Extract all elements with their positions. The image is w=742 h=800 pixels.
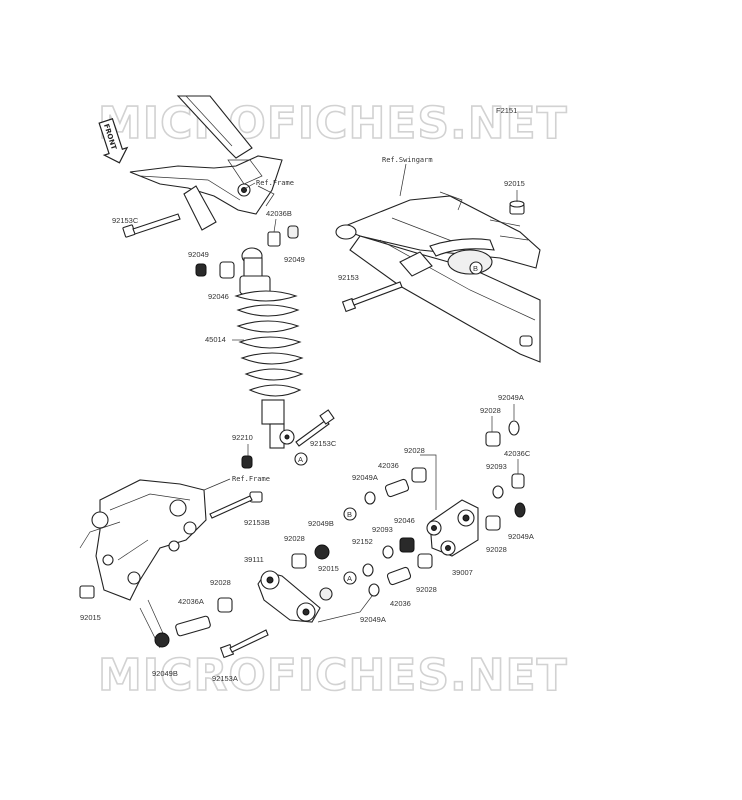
bolt-92153c-lower <box>295 409 335 447</box>
part-92028-top-label: 92028 <box>480 406 501 415</box>
part-92028-right-label: 92028 <box>486 545 507 554</box>
washer-92093-right <box>492 485 504 499</box>
part-92049-right-label: 92049 <box>284 255 305 264</box>
part-39007-label: 39007 <box>452 568 473 577</box>
part-92028-mid-label: 92028 <box>404 446 425 455</box>
ref-frame-lower: Ref.Frame <box>232 475 270 483</box>
nut-92015-top <box>509 200 525 215</box>
part-92049a-right-label: 92049A <box>508 532 534 541</box>
callout-b-link-label: B <box>347 510 352 519</box>
bushing-92046-mid <box>399 537 415 553</box>
collar-92028-lowleft <box>217 597 233 613</box>
watermark-top: MICROFICHES.NET <box>98 98 568 149</box>
seal-92049-right <box>287 225 299 239</box>
diagram-code: F2151 <box>496 106 517 115</box>
part-92046-mid-label: 92046 <box>394 516 415 525</box>
nut-92015-mid <box>319 587 333 601</box>
seal-92049a-bottom <box>368 583 380 597</box>
collar-92028-bottom <box>417 553 433 569</box>
ref-swingarm: Ref.Swingarm <box>382 156 433 164</box>
swingarm <box>335 191 541 363</box>
part-92210-label: 92210 <box>232 433 253 442</box>
part-92049a-top-label: 92049A <box>498 393 524 402</box>
part-92153b-label: 92153B <box>244 518 270 527</box>
callout-b-link <box>343 507 357 521</box>
part-92028-bottom-label: 92028 <box>416 585 437 594</box>
callout-a-link-label: A <box>347 574 352 583</box>
lower-frame <box>79 479 207 649</box>
part-92049a-left-label: 92049A <box>352 473 378 482</box>
rear-shock-absorber <box>234 247 304 449</box>
seal-92049a-left <box>364 491 376 505</box>
bolt-92153c-upper <box>122 213 181 238</box>
seal-92049b-bottom <box>154 632 170 648</box>
collar-92028-top <box>485 431 501 447</box>
collar-42036-bottom <box>386 566 412 586</box>
part-92049a-bottom-label: 92049A <box>360 615 386 624</box>
rocker-arm-39007 <box>426 499 479 557</box>
part-42036-bottom-label: 42036 <box>390 599 411 608</box>
bushing-92046-top <box>219 261 235 279</box>
collar-42036-top <box>384 478 410 498</box>
washer-92093-mid <box>382 545 394 559</box>
part-42036a-label: 42036A <box>178 597 204 606</box>
callout-a-shock-label: A <box>298 455 303 464</box>
seal-92049b-mid <box>314 544 330 560</box>
upper-frame <box>129 95 283 231</box>
part-92015-mid-label: 92015 <box>318 564 339 573</box>
collar-92028-mid <box>411 467 427 483</box>
bolt-92153a <box>219 629 269 659</box>
collar-42036a <box>175 615 211 637</box>
ref-frame-upper: Ref.Frame <box>256 179 294 187</box>
callout-a-link <box>343 571 357 585</box>
collar-92028-right <box>485 515 501 531</box>
seal-92049a-top <box>508 420 520 436</box>
part-92049b-bottom-label: 92049B <box>152 669 178 678</box>
part-92153c-lower-label: 92153C <box>310 439 337 448</box>
bolt-92153 <box>341 281 403 313</box>
part-92046-top-label: 92046 <box>208 292 229 301</box>
part-92153-label: 92153 <box>338 273 359 282</box>
part-92153c-upper-label: 92153C <box>112 216 139 225</box>
seal-92049-mid <box>195 263 207 277</box>
part-92049b-mid-label: 92049B <box>308 519 334 528</box>
watermark-bottom: MICROFICHES.NET <box>98 650 568 701</box>
part-92015-left-label: 92015 <box>80 613 101 622</box>
bolt-92153b <box>209 491 263 519</box>
collar-42036c <box>511 473 525 489</box>
part-92093-mid-label: 92093 <box>372 525 393 534</box>
part-92015-top-label: 92015 <box>504 179 525 188</box>
callout-b-swingarm-label: B <box>473 264 478 273</box>
part-92093-right-label: 92093 <box>486 462 507 471</box>
part-92152-label: 92152 <box>352 537 373 546</box>
callout-b-swingarm <box>469 261 483 275</box>
nut-92015-left <box>79 585 95 599</box>
seal-92049a-right <box>514 502 526 518</box>
part-39111-label: 39111 <box>244 555 264 564</box>
front-arrow-icon: FRONT <box>98 118 129 164</box>
part-42036b-label: 42036B <box>266 209 292 218</box>
part-42036-top-label: 42036 <box>378 461 399 470</box>
collar-92028-left <box>291 553 307 569</box>
washer-92152 <box>362 563 374 577</box>
collar-92210 <box>241 455 253 469</box>
part-45014-label: 45014 <box>205 335 226 344</box>
tie-rod-39111 <box>257 570 321 623</box>
collar-42036b <box>267 231 281 247</box>
callout-a-shock <box>294 452 308 466</box>
part-42036c-label: 42036C <box>504 449 531 458</box>
part-92028-left-label: 92028 <box>284 534 305 543</box>
part-92028-lowleft-label: 92028 <box>210 578 231 587</box>
part-92153a-label: 92153A <box>212 674 238 683</box>
part-92049-mid-label: 92049 <box>188 250 209 259</box>
